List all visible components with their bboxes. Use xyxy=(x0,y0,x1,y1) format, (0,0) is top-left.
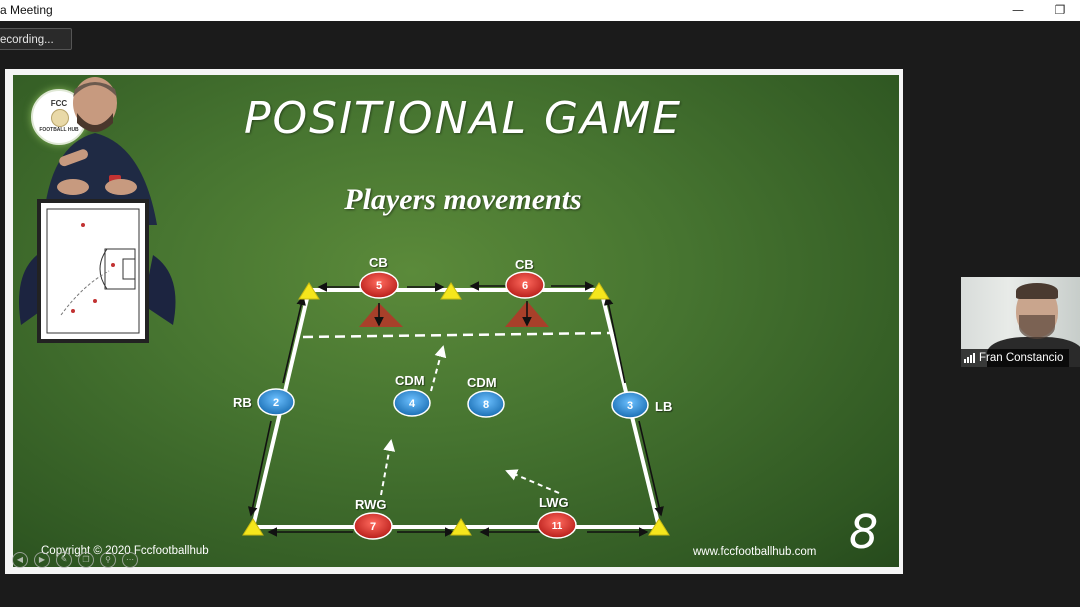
arrow-rb-up xyxy=(282,295,306,384)
cone-top-left xyxy=(298,282,320,300)
position-label-cdm-right: CDM xyxy=(467,375,497,390)
slide-title: POSITIONAL GAME xyxy=(243,93,683,144)
minimize-button[interactable]: — xyxy=(1012,3,1024,17)
copy-icon[interactable]: ❐ xyxy=(78,552,94,568)
cone-bottom-left xyxy=(242,518,264,536)
slide-playback-controls: ◀ ▶ ✎ ❐ ⚲ ⋯ xyxy=(12,552,138,568)
svg-text:2: 2 xyxy=(273,397,279,409)
participant-name: Fran Constancio xyxy=(979,352,1064,364)
signal-strength-icon xyxy=(964,353,975,363)
arrow-rb-down xyxy=(247,420,272,517)
cone-bottom-right xyxy=(648,518,670,536)
svg-text:8: 8 xyxy=(483,399,489,411)
arrow-cdm4-forward xyxy=(430,345,447,392)
arrow-rwg-forward xyxy=(380,439,396,496)
svg-text:6: 6 xyxy=(522,280,528,292)
svg-text:5: 5 xyxy=(376,280,382,292)
window-title: a Meeting xyxy=(0,3,53,17)
cone-top-middle xyxy=(440,282,462,300)
participant-beard xyxy=(1019,315,1055,339)
coach-illustration xyxy=(19,77,176,343)
position-label-lb: LB xyxy=(655,399,673,414)
logo-text-bottom: FOOTBALL HUB xyxy=(39,127,79,133)
zoom-icon[interactable]: ⚲ xyxy=(100,552,116,568)
cb-zone-triangle-left xyxy=(359,303,403,327)
position-label-cb-left: CB xyxy=(369,255,388,270)
arrow-lb-up xyxy=(603,295,626,384)
player-disc-rb-2: 2 xyxy=(257,388,295,416)
player-disc-lwg-11: 11 xyxy=(537,511,577,539)
pitch-diagram: 5 6 2 4 8 3 7 xyxy=(242,271,670,540)
slide-number: 8 xyxy=(849,505,879,559)
player-disc-cb-6: 6 xyxy=(505,271,545,299)
player-disc-lb-3: 3 xyxy=(611,391,649,419)
pen-icon[interactable]: ✎ xyxy=(56,552,72,568)
player-disc-rwg-7: 7 xyxy=(353,512,393,540)
logo-text-top: FCC xyxy=(50,99,68,108)
position-label-lwg: LWG xyxy=(539,495,569,510)
play-icon[interactable]: ▶ xyxy=(34,552,50,568)
player-disc-cdm-4: 4 xyxy=(393,389,431,417)
restore-button[interactable]: ❐ xyxy=(1054,3,1066,17)
participant-video-tile[interactable]: Fran Constancio xyxy=(961,277,1080,367)
website-url: www.fccfootballhub.com xyxy=(693,546,817,558)
position-label-rb: RB xyxy=(233,395,252,410)
svg-text:3: 3 xyxy=(627,400,633,412)
player-disc-cdm-8: 8 xyxy=(467,390,505,418)
more-icon[interactable]: ⋯ xyxy=(122,552,138,568)
slide-subtitle: Players movements xyxy=(344,183,582,216)
svg-text:7: 7 xyxy=(370,521,376,533)
presentation-slide: FCC FOOTBALL HUB POSITIONAL GAME Players… xyxy=(13,75,899,567)
football-icon xyxy=(51,109,69,127)
player-disc-cb-5: 5 xyxy=(359,271,399,299)
position-label-cdm-left: CDM xyxy=(395,373,425,388)
svg-text:4: 4 xyxy=(409,398,416,410)
recording-indicator[interactable]: ecording... xyxy=(0,28,72,50)
arrow-lwg-inward xyxy=(505,469,560,494)
cone-top-right xyxy=(588,282,610,300)
svg-text:11: 11 xyxy=(552,521,563,532)
position-label-cb-right: CB xyxy=(515,257,534,272)
participant-name-tag: Fran Constancio xyxy=(961,349,1070,367)
participant-hair xyxy=(1016,283,1058,299)
field-boundary xyxy=(250,288,662,529)
offside-line xyxy=(302,331,612,339)
cone-bottom-middle xyxy=(450,518,472,536)
back-icon[interactable]: ◀ xyxy=(12,552,28,568)
position-label-rwg: RWG xyxy=(355,497,387,512)
arrow-lb-down xyxy=(638,420,664,517)
window-titlebar: a Meeting — ❐ xyxy=(0,0,1080,21)
shared-screen: FCC FOOTBALL HUB POSITIONAL GAME Players… xyxy=(5,69,903,574)
